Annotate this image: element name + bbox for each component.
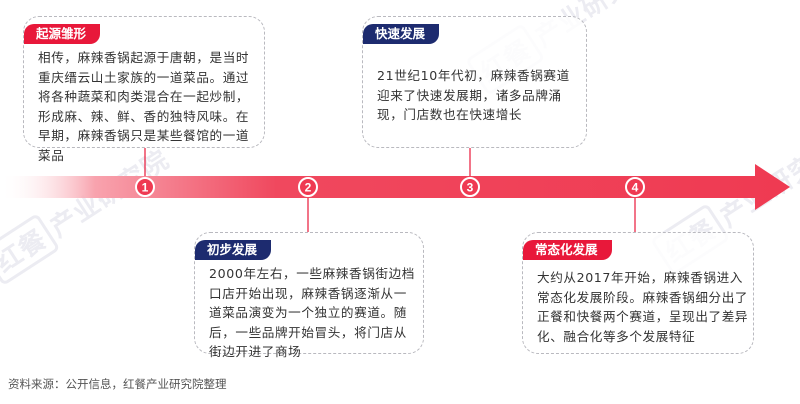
milestone-card-2: 初步发展 2000年左右，一些麻辣香锅街边档口店开始出现，麻辣香锅逐渐从一道菜品… [194, 232, 424, 359]
arrow-body [0, 164, 790, 210]
milestone-tag-3: 快速发展 [363, 24, 440, 44]
milestone-text-4: 大约从2017年开始，麻辣香锅进入常态化发展阶段。麻辣香锅细分出了正餐和快餐两个… [537, 270, 749, 344]
milestone-number-3: 3 [467, 181, 474, 195]
milestone-tag-1: 起源雏形 [24, 24, 101, 44]
milestone-circle-1: 1 [135, 177, 155, 197]
milestone-circle-4: 4 [625, 177, 645, 197]
milestone-circle-2: 2 [298, 177, 318, 197]
milestone-card-1: 起源雏形 相传，麻辣香锅起源于唐朝，是当时重庆缙云山土家族的一道菜品。通过将各种… [23, 16, 265, 163]
milestone-number-1: 1 [142, 181, 149, 195]
milestone-tag-4: 常态化发展 [523, 240, 612, 260]
milestone-tag-2: 初步发展 [195, 240, 272, 260]
milestone-card-3: 快速发展 21世纪10年代初，麻辣香锅赛道迎来了快速发展期，诸多品牌涌现，门店数… [362, 16, 587, 148]
milestone-circle-3: 3 [460, 177, 480, 197]
milestone-number-2: 2 [305, 181, 312, 195]
source-note: 资料来源：公开信息，红餐产业研究院整理 [8, 377, 227, 391]
milestone-text-1: 相传，麻辣香锅起源于唐朝，是当时重庆缙云山土家族的一道菜品。通过将各种蔬菜和肉类… [38, 50, 250, 163]
milestone-text-2: 2000年左右，一些麻辣香锅街边档口店开始出现，麻辣香锅逐渐从一道菜品演变为一个… [209, 266, 415, 359]
milestone-number-4: 4 [632, 181, 639, 195]
milestone-card-4: 常态化发展 大约从2017年开始，麻辣香锅进入常态化发展阶段。麻辣香锅细分出了正… [522, 232, 754, 354]
milestone-text-3: 21世纪10年代初，麻辣香锅赛道迎来了快速发展期，诸多品牌涌现，门店数也在快速增… [377, 68, 570, 122]
